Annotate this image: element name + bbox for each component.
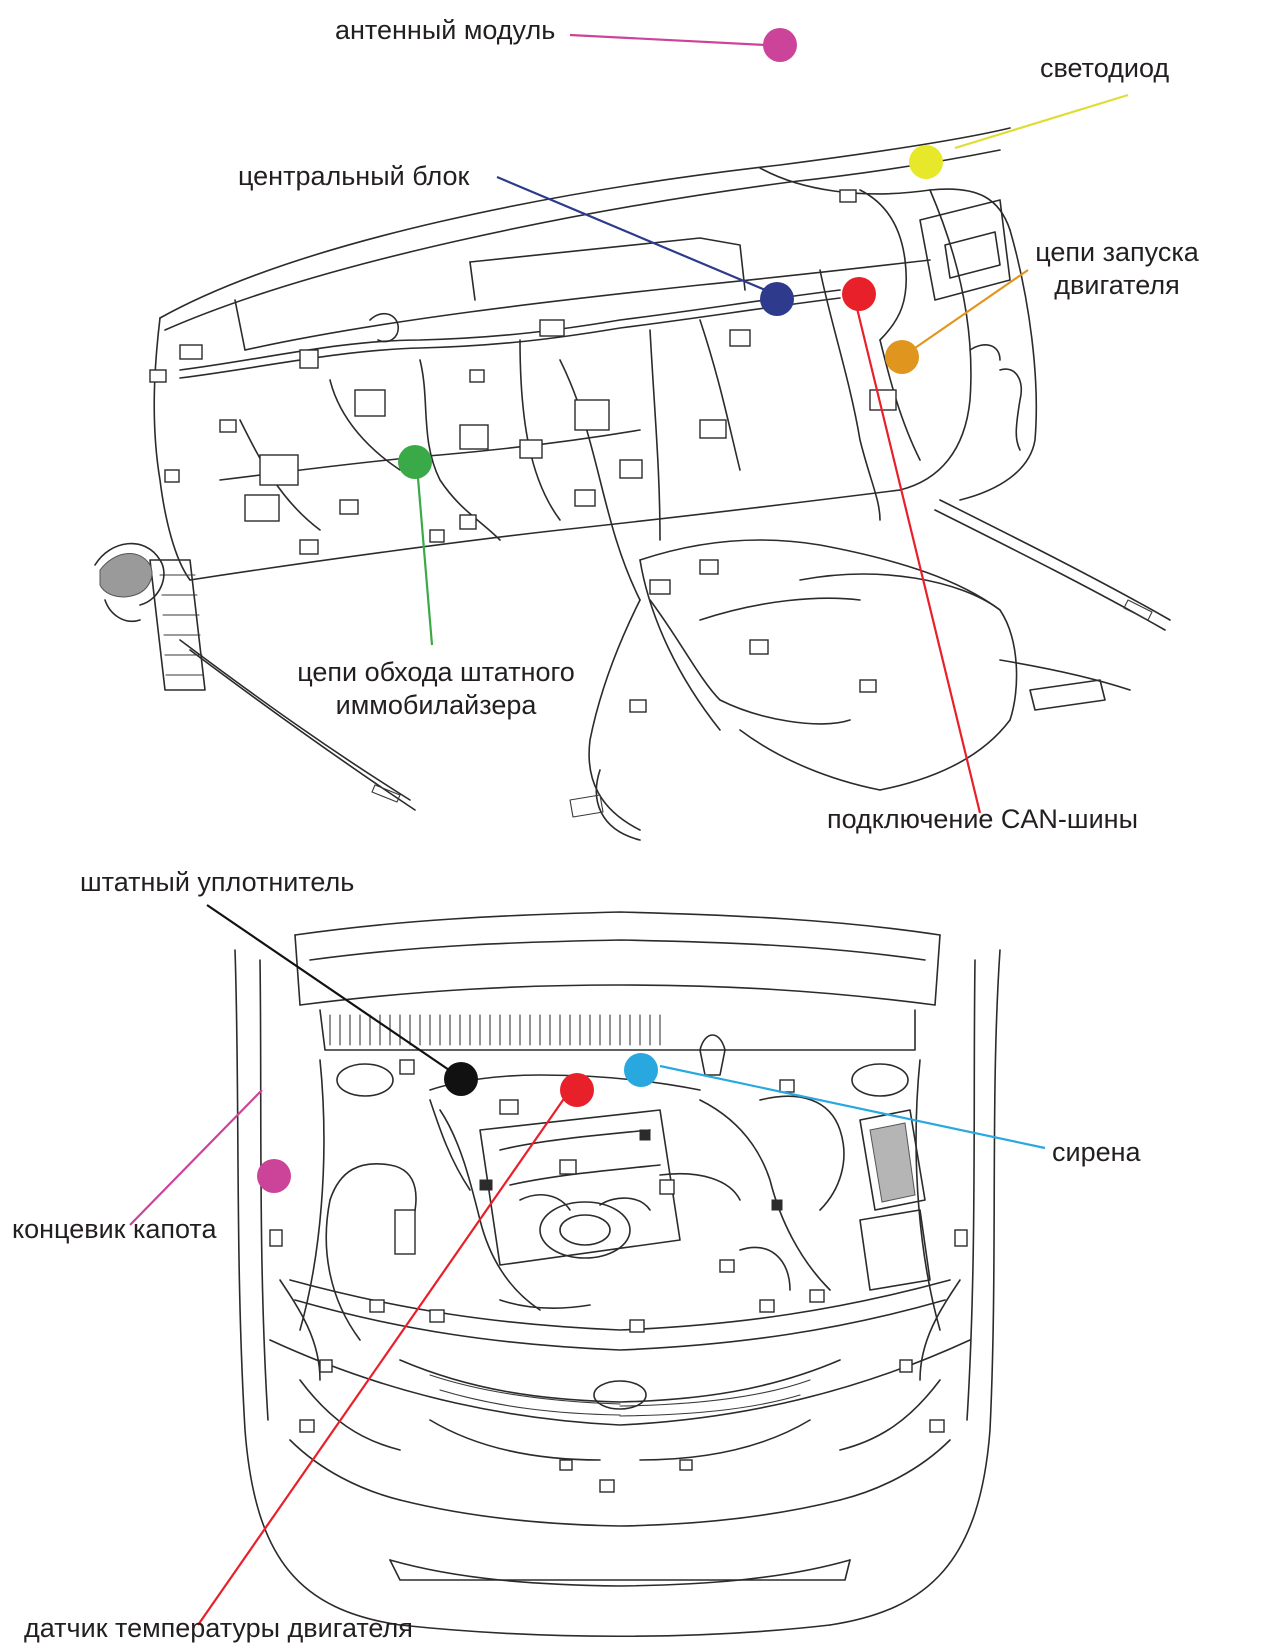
engine-start-label-line-2: двигателя [1054,270,1180,300]
temp-leader-line [197,1089,571,1626]
immobilizer-bypass-label-line-2: иммобилайзера [335,690,537,720]
bypass-marker-dot [398,445,432,479]
led-marker-dot [909,145,943,179]
can-bus-label: подключение CAN-шины [827,804,1138,834]
antenna-marker-dot [763,28,797,62]
temp-marker-dot [560,1073,594,1107]
antenna-leader-line [569,33,766,47]
engine-bay-wiring-drawing [234,911,1001,1638]
antenna-module-label: антенный модуль [335,15,556,45]
central-unit-label: центральный блок [238,161,470,191]
hood-leader-line [129,1089,263,1226]
bypass-leader-line [416,477,434,646]
siren-marker-dot [624,1053,658,1087]
engine-temp-sensor-label: датчик температуры двигателя [24,1613,413,1643]
seal-marker-dot [444,1062,478,1096]
hood-switch-label: концевик капота [12,1214,217,1244]
central-leader-line [496,175,771,294]
seal-label: штатный уплотнитель [80,867,355,897]
siren-label: сирена [1052,1137,1141,1167]
engine-start-label: цепи запуска двигателя [1024,236,1210,302]
seal-leader-line [206,904,453,1073]
led-leader-line [954,93,1129,150]
immobilizer-bypass-label-line-1: цепи обхода штатного [297,657,575,687]
dashboard-wiring-drawing [94,127,1171,841]
start-marker-dot [885,340,919,374]
can-marker-dot [842,277,876,311]
central-marker-dot [760,282,794,316]
siren-leader-line [659,1064,1046,1150]
engine-start-label-line-1: цепи запуска [1035,237,1199,267]
start-leader-line [914,269,1029,349]
immobilizer-bypass-label: цепи обхода штатного иммобилайзера [276,656,596,722]
can-leader-line [853,299,982,814]
led-label: светодиод [1040,53,1170,83]
hood-marker-dot [257,1159,291,1193]
